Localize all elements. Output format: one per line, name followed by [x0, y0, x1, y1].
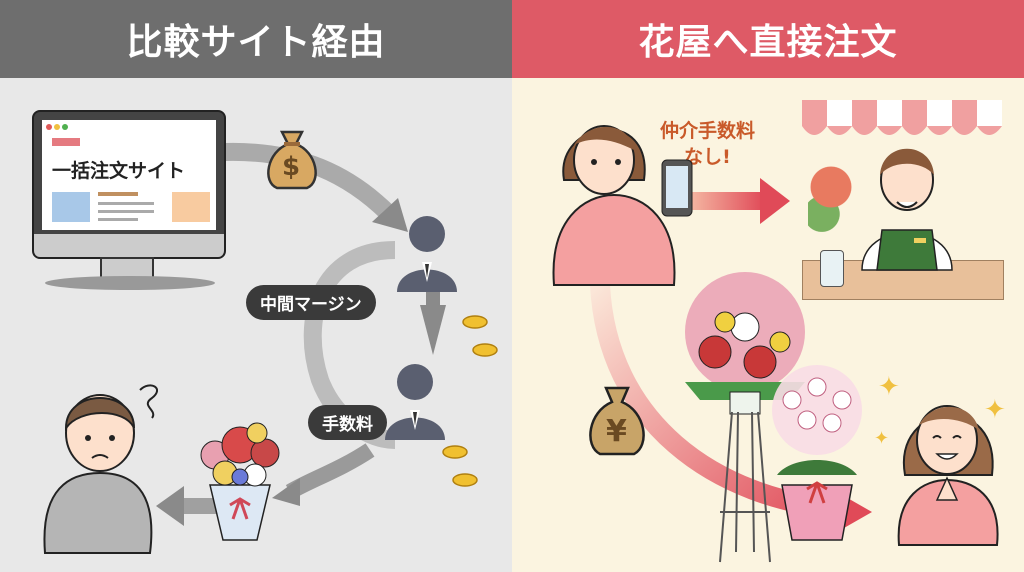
- callout-line-2: なし!: [684, 146, 731, 168]
- monitor-illustration: 一括注文サイト: [32, 110, 226, 259]
- orchid-pot-illustration: [772, 365, 862, 541]
- middleman-1-icon: [397, 216, 457, 292]
- flower-stand-illustration: [685, 272, 805, 563]
- fee-label: 手数料: [308, 405, 387, 440]
- flow-arrows-gray: [156, 142, 446, 526]
- no-fee-callout: 仲介手数料 なし!: [660, 118, 755, 170]
- middleman-2-icon: [385, 364, 445, 440]
- coins-icon: [462, 315, 498, 357]
- happy-customer-illustration: [897, 405, 999, 546]
- customer-with-phone-illustration: [552, 125, 693, 286]
- money-bag-yen-icon: [589, 386, 645, 456]
- site-label: 一括注文サイト: [52, 160, 186, 182]
- monitor-shadow: [45, 276, 215, 290]
- confused-customer-illustration: [43, 384, 159, 554]
- right-panel-direct-order: 花屋へ直接注文 仲介手数料 なし!: [512, 0, 1024, 572]
- sparkle-icon-2: ✦: [984, 395, 1006, 425]
- money-bag-yen-symbol: ¥: [606, 414, 627, 449]
- money-bag-symbol: $: [282, 152, 301, 182]
- callout-line-1: 仲介手数料: [660, 120, 756, 142]
- left-panel-title: 比較サイト経由: [0, 0, 512, 78]
- shop-awning: [802, 100, 1002, 135]
- coins-icon-2: [442, 445, 478, 487]
- sparkle-icon: ✦: [878, 372, 900, 402]
- money-bag-dollar-icon: [267, 130, 317, 190]
- flower-shop-illustration: [802, 100, 1004, 300]
- shop-flowers: [808, 160, 854, 250]
- flower-vase: [820, 250, 844, 287]
- right-panel-title: 花屋へ直接注文: [512, 0, 1024, 78]
- margin-label: 中間マージン: [246, 285, 376, 320]
- florist-illustration: [861, 148, 953, 271]
- bouquet-illustration: [200, 422, 280, 541]
- sparkle-icon-3: ✦: [874, 428, 890, 449]
- left-panel-comparison-site: 比較サイト経由 一括注文サイト: [0, 0, 512, 572]
